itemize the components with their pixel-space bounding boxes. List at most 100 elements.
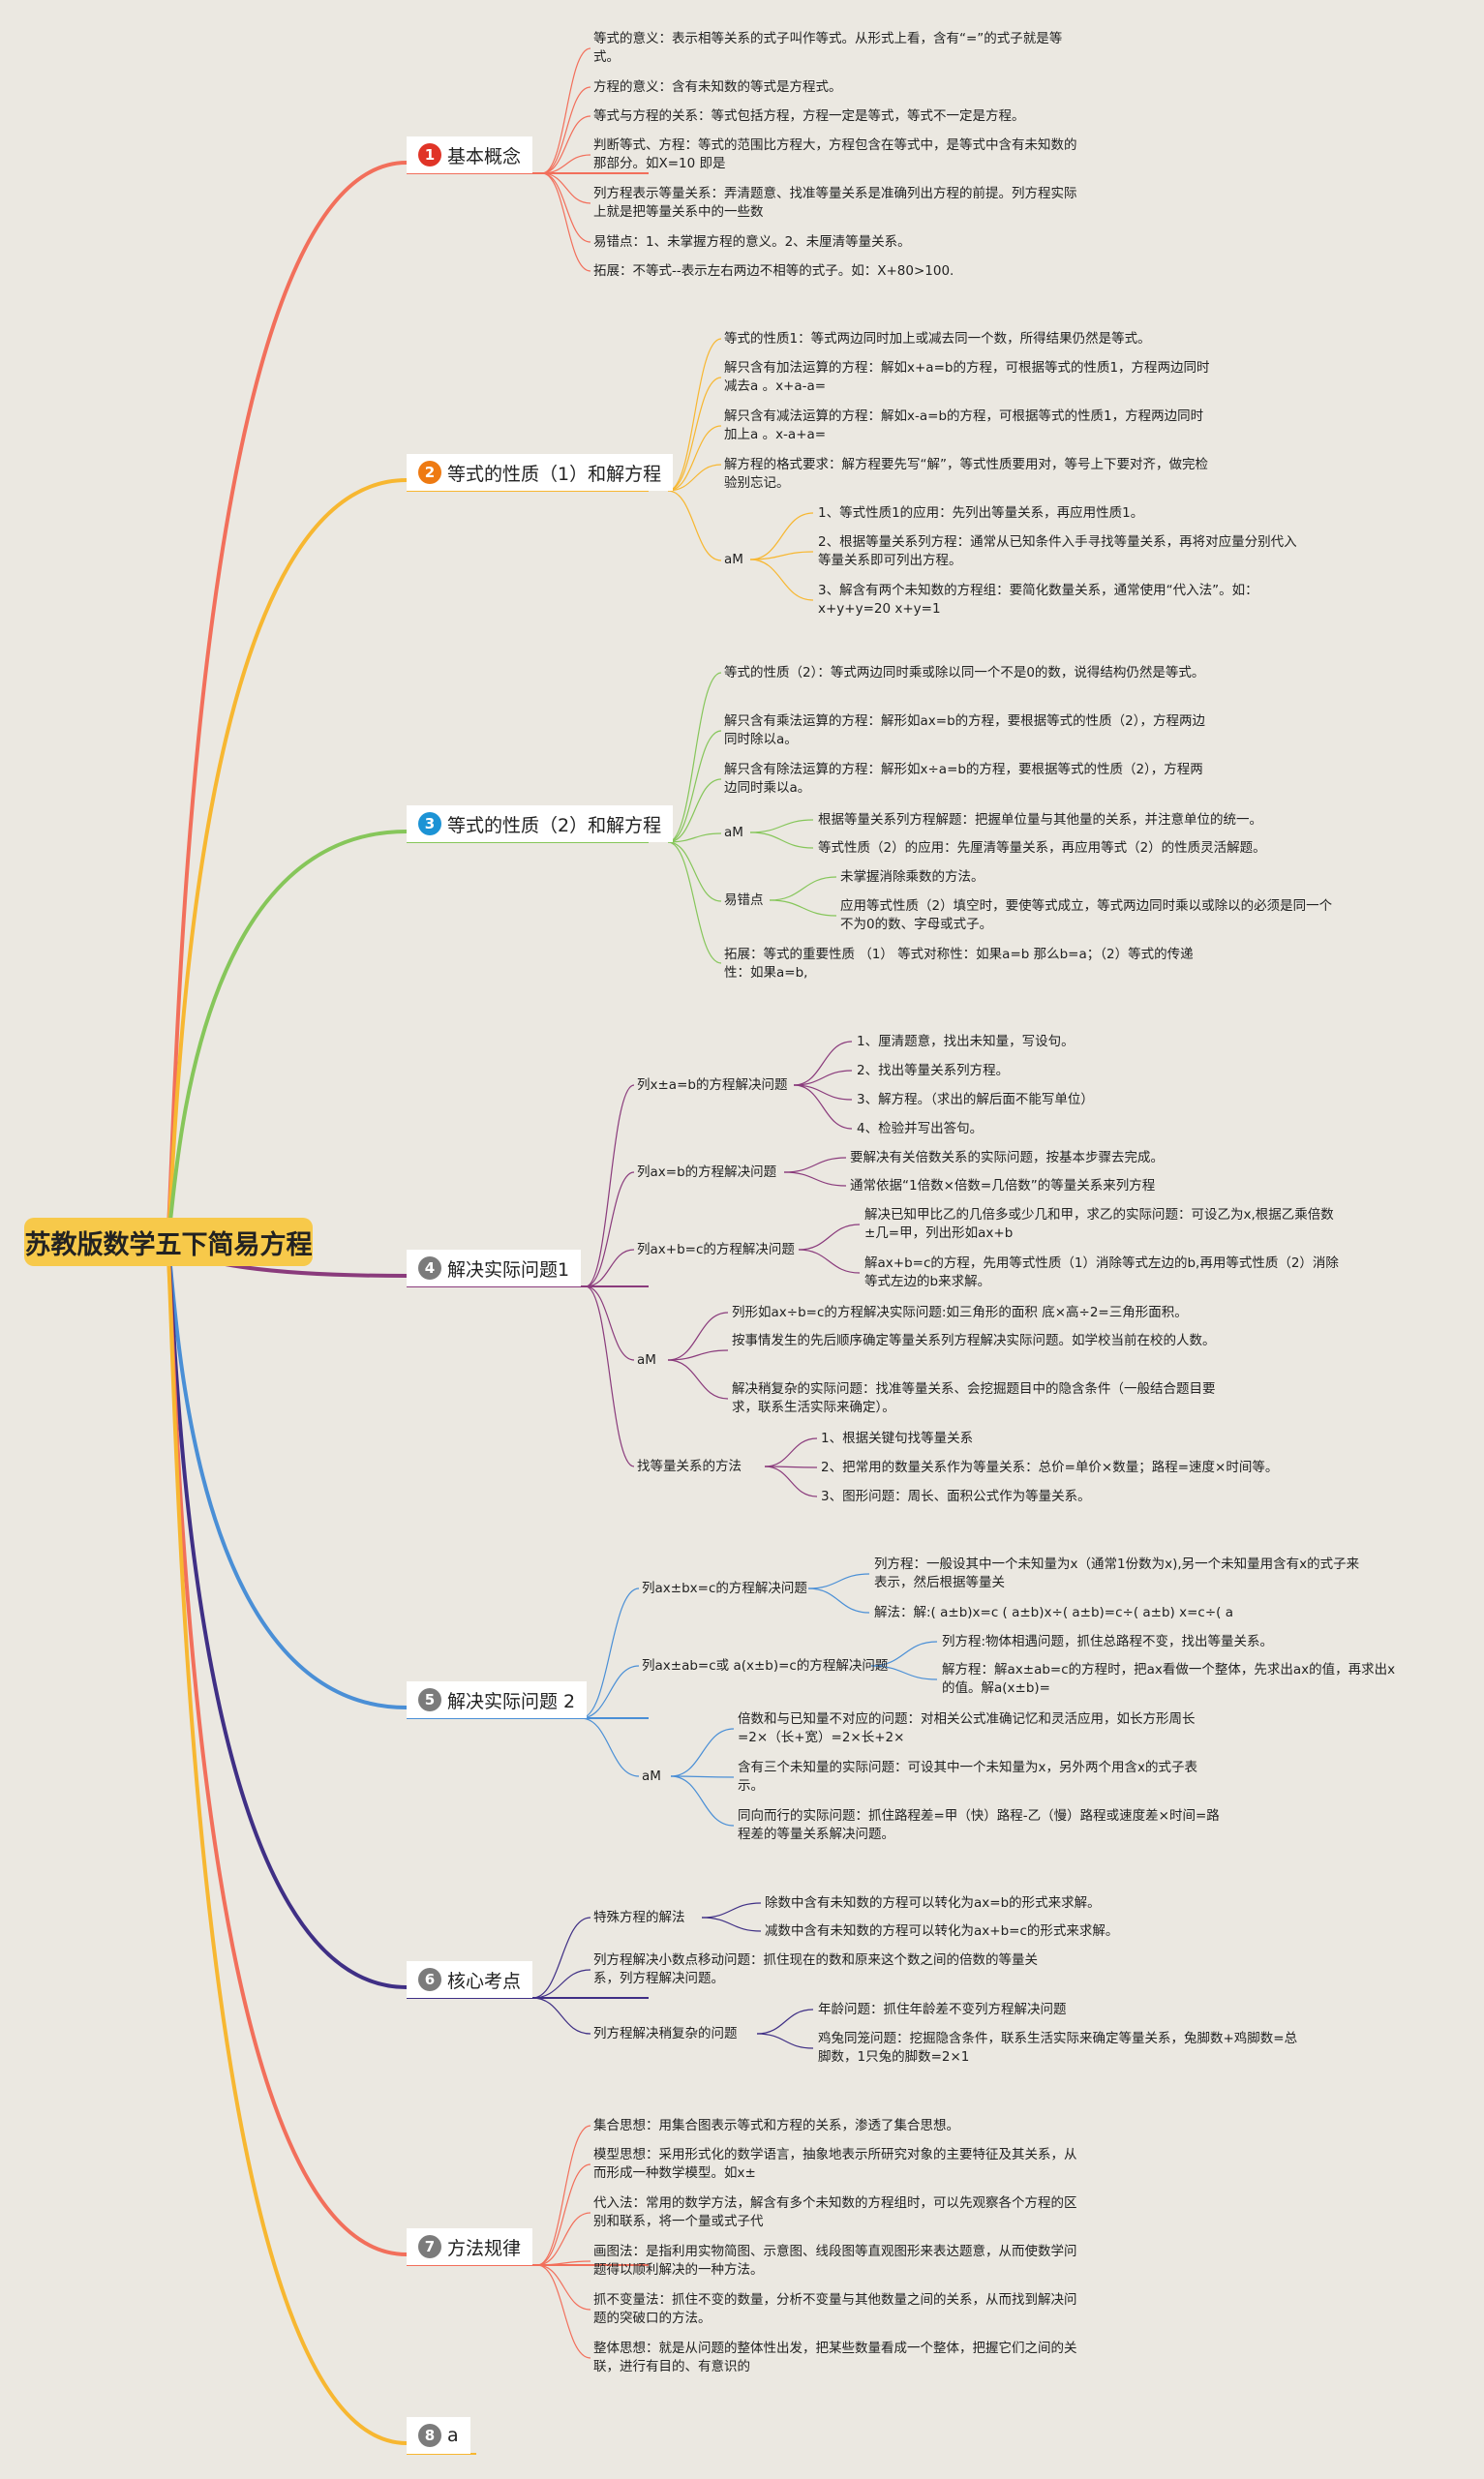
branch-core-points[interactable]: 6 核心考点 xyxy=(407,1961,533,1998)
leaf-node[interactable]: 1、厘清题意，找出未知量，写设句。 xyxy=(857,1034,1075,1049)
leaf-connector xyxy=(756,2033,814,2049)
subtopic-am[interactable]: aM xyxy=(642,1769,661,1784)
subtopic[interactable]: 找等量关系的方法 xyxy=(637,1459,742,1474)
leaf-node[interactable]: 倍数和与已知量不对应的问题：对相关公式准确记忆和灵活应用，如长方形周长=2×（长… xyxy=(738,1711,1196,1745)
leaf-node[interactable]: 3、图形问题：周长、面积公式作为等量关系。 xyxy=(821,1489,1091,1504)
leaf-connector xyxy=(749,559,814,601)
branch-basic-concepts[interactable]: 1 基本概念 xyxy=(407,136,533,173)
leaf-connector xyxy=(807,1587,870,1614)
leaf-node[interactable]: 解方程的格式要求：解方程要先写“解”，等式性质要用对，等号上下要对齐，做完检验别… xyxy=(724,457,1208,491)
leaf-node[interactable]: 判断等式、方程：等式的范围比方程大，方程包含在等式中，是等式中含有未知数的那部分… xyxy=(593,137,1077,171)
number-badge-icon: 3 xyxy=(418,812,441,835)
leaf-connector xyxy=(793,1084,853,1130)
leaf-node[interactable]: 解只含有加法运算的方程：解如x+a=b的方程，可根据等式的性质1，方程两边同时减… xyxy=(724,360,1210,394)
subtopic[interactable]: 列方程解决稍复杂的问题 xyxy=(593,2026,738,2041)
leaf-node[interactable]: 等式与方程的关系：等式包括方程，方程一定是等式，等式不一定是方程。 xyxy=(593,108,1025,124)
leaf-node[interactable]: 解决已知甲比乙的几倍多或少几和甲，求乙的实际问题：可设乙为x,根据乙乘倍数±几=… xyxy=(864,1207,1334,1241)
branch-label: 解决实际问题1 xyxy=(447,1258,570,1281)
subtopic[interactable]: 列ax±bx=c的方程解决问题 xyxy=(642,1581,807,1596)
leaf-node[interactable]: 解决稍复杂的实际问题：找准等量关系、会挖掘题目中的隐含条件（一般结合题目要求，联… xyxy=(732,1381,1216,1415)
number-badge-icon: 7 xyxy=(418,2235,441,2258)
leaf-node[interactable]: 2、找出等量关系列方程。 xyxy=(857,1063,1010,1078)
leaf-node[interactable]: 解只含有乘法运算的方程：解形如ax=b的方程，要根据等式的性质（2），方程两边同… xyxy=(724,713,1205,747)
branch-label: 等式的性质（2）和解方程 xyxy=(447,814,662,836)
branch-equation-property-2[interactable]: 3 等式的性质（2）和解方程 xyxy=(407,805,674,842)
leaf-node[interactable]: 解法：解:( a±b)x=c ( a±b)x÷( a±b)=c÷( a±b) x… xyxy=(874,1605,1233,1620)
leaf-node[interactable]: 通常依据“1倍数×倍数=几倍数”的等量关系来列方程 xyxy=(850,1178,1156,1194)
leaf-node[interactable]: 年龄问题：抓住年龄差不变列方程解决问题 xyxy=(818,2002,1067,2017)
branch-methods[interactable]: 7 方法规律 xyxy=(407,2228,533,2265)
leaf-connector xyxy=(749,819,814,833)
subtopic-error-points[interactable]: 易错点 xyxy=(724,892,764,908)
subtopic-am[interactable]: aM xyxy=(724,552,743,567)
leaf-connector xyxy=(667,841,722,964)
subtopic[interactable]: 列ax=b的方程解决问题 xyxy=(637,1164,777,1180)
branch-practical-problems-2[interactable]: 5 解决实际问题 2 xyxy=(407,1681,588,1718)
leaf-node[interactable]: 列方程表示等量关系：弄清题意、找准等量关系是准确列出方程的前提。列方程实际上就是… xyxy=(593,186,1077,220)
leaf-node[interactable]: 等式的性质（2）：等式两边同时乘或除以同一个不是0的数，说得结构仍然是等式。 xyxy=(724,665,1205,680)
leaf-node[interactable]: 等式的性质1：等式两边同时加上或减去同一个数，所得结果仍然是等式。 xyxy=(724,331,1151,347)
branch-a[interactable]: 8 a xyxy=(407,2417,470,2454)
subtopic-am[interactable]: aM xyxy=(724,825,743,840)
leaf-connector xyxy=(536,2163,591,2266)
leaf-node[interactable]: 解ax+b=c的方程，先用等式性质（1）消除等式左边的b,再用等式性质（2）消除… xyxy=(864,1255,1339,1289)
leaf-node[interactable]: 根据等量关系列方程解题：把握单位量与其他量的关系，并注意单位的统一。 xyxy=(818,812,1262,828)
leaf-node[interactable]: 按事情发生的先后顺序确定等量关系列方程解决实际问题。如学校当前在校的人数。 xyxy=(732,1333,1216,1348)
leaf-node[interactable]: 代入法：常用的数学方法，解含有多个未知数的方程组时，可以先观察各个方程的区别和联… xyxy=(593,2195,1077,2229)
leaf-node[interactable]: 除数中含有未知数的方程可以转化为ax=b的形式来求解。 xyxy=(765,1895,1101,1911)
leaf-node[interactable]: 画图法：是指利用实物简图、示意图、线段图等直观图形来表达题意，从而使数学问题得以… xyxy=(593,2244,1077,2278)
leaf-node[interactable]: 1、根据关键句找等量关系 xyxy=(821,1431,974,1446)
leaf-node[interactable]: 4、检验并写出答句。 xyxy=(857,1121,984,1136)
root-topic[interactable]: 苏教版数学五下简易方程 xyxy=(24,1218,313,1266)
branch-label: 核心考点 xyxy=(447,1970,522,1992)
leaf-node[interactable]: 要解决有关倍数关系的实际问题，按基本步骤去完成。 xyxy=(850,1150,1164,1165)
leaf-node[interactable]: 解只含有减法运算的方程：解如x-a=b的方程，可根据等式的性质1，方程两边同时加… xyxy=(724,408,1204,442)
leaf-node[interactable]: 模型思想：采用形式化的数学语言，抽象地表示所研究对象的主要特征及其关系，从而形成… xyxy=(593,2147,1077,2181)
leaf-node[interactable]: 等式性质（2）的应用：先厘清等量关系，再应用等式（2）的性质灵活解题。 xyxy=(818,840,1266,856)
branch-equation-property-1[interactable]: 2 等式的性质（1）和解方程 xyxy=(407,454,674,491)
leaf-node[interactable]: 解方程：解ax±ab=c的方程时，把ax看做一个整体，先求出ax的值，再求出x的… xyxy=(942,1662,1396,1696)
leaf-connector xyxy=(667,832,722,843)
leaf-node[interactable]: 列形如ax÷b=c的方程解决实际问题:如三角形的面积 底×高÷2=三角形面积。 xyxy=(732,1305,1188,1320)
leaf-node[interactable]: 易错点：1、未掌握方程的意义。2、未厘清等量关系。 xyxy=(593,234,911,250)
leaf-node[interactable]: 同向而行的实际问题：抓住路程差=甲（快）路程-乙（慢）路程或速度差×时间=路程差… xyxy=(738,1808,1220,1842)
leaf-node[interactable]: 方程的意义：含有未知数的等式是方程式。 xyxy=(593,79,842,95)
leaf-connector xyxy=(798,1224,861,1251)
leaf-node[interactable]: 减数中含有未知数的方程可以转化为ax+b=c的形式来求解。 xyxy=(765,1923,1119,1939)
leaf-connector xyxy=(667,338,722,492)
leaf-node[interactable]: 3、解含有两个未知数的方程组：要简化数量关系，通常使用“代入法”。如：x+y+y… xyxy=(818,583,1258,617)
leaf-node[interactable]: 未掌握消除乘数的方法。 xyxy=(840,869,984,885)
leaf-node[interactable]: 1、等式性质1的应用：先列出等量关系，再应用性质1。 xyxy=(818,505,1144,521)
leaf-node[interactable]: 鸡兔同笼问题：挖掘隐含条件，联系生活实际来确定等量关系，兔脚数+鸡脚数=总脚数，… xyxy=(818,2031,1298,2065)
leaf-node[interactable]: 等式的意义：表示相等关系的式子叫作等式。从形式上看，含有“=”的式子就是等式。 xyxy=(593,31,1063,65)
subtopic[interactable]: 列x±a=b的方程解决问题 xyxy=(637,1077,788,1093)
number-badge-icon: 2 xyxy=(418,461,441,484)
branch-practical-problems-1[interactable]: 4 解决实际问题1 xyxy=(407,1250,582,1286)
leaf-node[interactable]: 拓展：等式的重要性质 （1） 等式对称性：如果a=b 那么b=a；（2）等式的传… xyxy=(724,947,1194,981)
leaf-node[interactable]: 3、解方程。（求出的解后面不能写单位） xyxy=(857,1092,1094,1107)
leaf-node[interactable]: 列方程解决小数点移动问题：抓住现在的数和原来这个数之间的倍数的等量关系，列方程解… xyxy=(593,1952,1038,1986)
leaf-node[interactable]: 2、根据等量关系列方程：通常从已知条件入手寻找等量关系，再将对应量分别代入等量关… xyxy=(818,534,1297,568)
subtopic-am[interactable]: aM xyxy=(637,1352,656,1368)
leaf-connector xyxy=(783,1157,847,1173)
leaf-node[interactable]: 抓不变量法：抓住不变的数量，分析不变量与其他数量之间的关系，从而找到解决问题的突… xyxy=(593,2292,1077,2326)
leaf-connector xyxy=(667,425,722,492)
leaf-node[interactable]: 含有三个未知量的实际问题：可设其中一个未知量为x，另外两个用含x的式子表示。 xyxy=(738,1760,1197,1794)
leaf-connector xyxy=(585,1171,635,1287)
subtopic[interactable]: 列ax±ab=c或 a(x±b)=c的方程解决问题 xyxy=(642,1658,889,1674)
leaf-node[interactable]: 2、把常用的数量关系作为等量关系：总价=单价×数量；路程=速度×时间等。 xyxy=(821,1460,1279,1475)
leaf-node[interactable]: 整体思想：就是从问题的整体性出发，把某些数量看成一个整体，把握它们之间的关联，进… xyxy=(593,2341,1077,2374)
leaf-node[interactable]: 列方程:物体相遇问题，抓住总路程不变，找出等量关系。 xyxy=(942,1634,1274,1649)
leaf-connector xyxy=(536,2264,591,2311)
leaf-node[interactable]: 解只含有除法运算的方程：解形如x÷a=b的方程，要根据等式的性质（2），方程两边… xyxy=(724,762,1203,796)
leaf-connector xyxy=(536,2125,591,2266)
leaf-node[interactable]: 列方程：一般设其中一个未知量为x（通常1份数为x),另一个未知量用含有x的式子来… xyxy=(874,1557,1360,1590)
leaf-node[interactable]: 应用等式性质（2）填空时，要使等式成立，等式两边同时乘以或除以的必须是同一个不为… xyxy=(840,898,1333,932)
leaf-connector xyxy=(870,1665,938,1680)
leaf-connector xyxy=(749,831,814,849)
subtopic[interactable]: 列ax+b=c的方程解决问题 xyxy=(637,1242,795,1257)
leaf-connector xyxy=(580,1665,640,1719)
subtopic[interactable]: 特殊方程的解法 xyxy=(593,1910,685,1925)
leaf-node[interactable]: 拓展：不等式--表示左右两边不相等的式子。如：X+80>100. xyxy=(593,263,954,279)
leaf-node[interactable]: 集合思想：用集合图表示等式和方程的关系，渗透了集合思想。 xyxy=(593,2118,959,2133)
